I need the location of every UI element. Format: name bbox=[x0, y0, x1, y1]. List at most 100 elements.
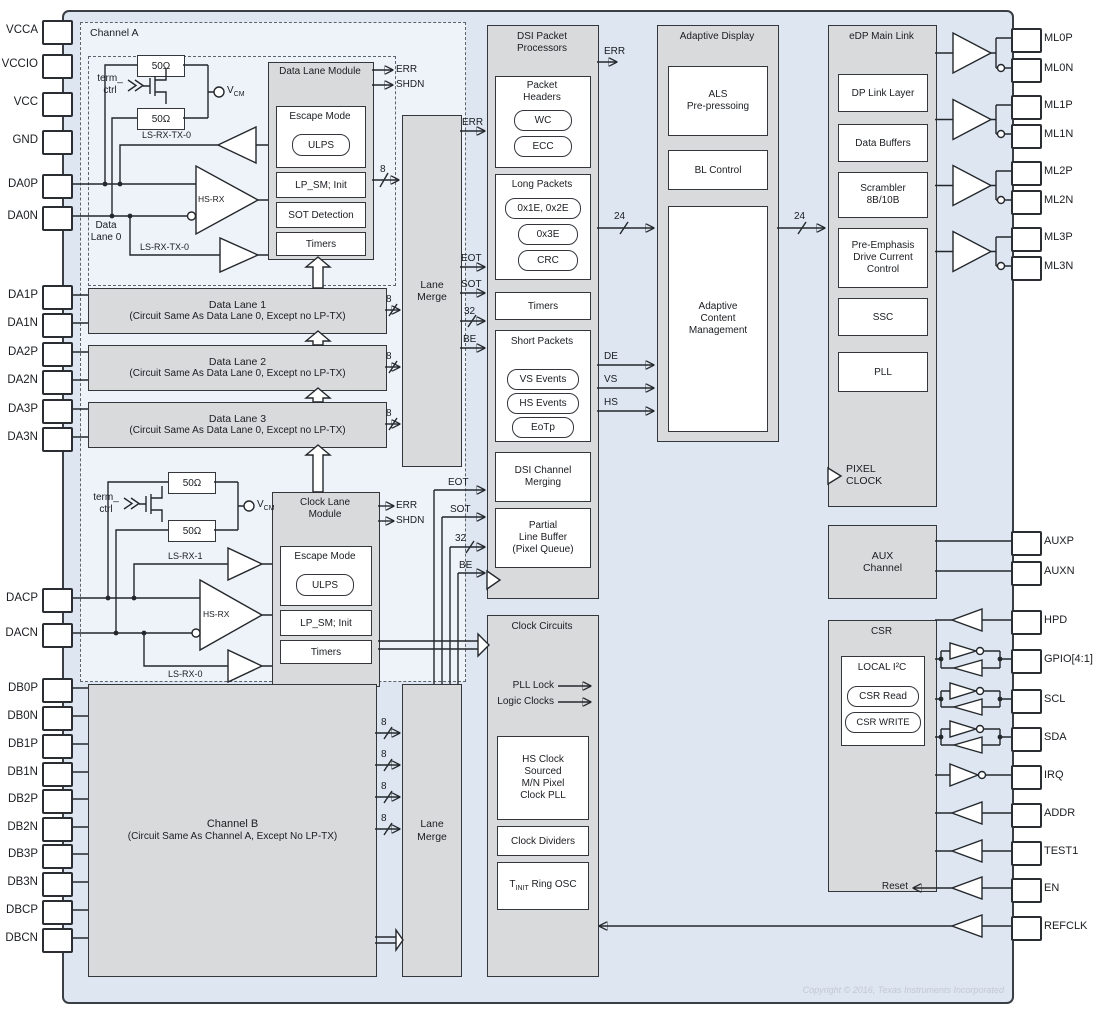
dsi-input-selector bbox=[486, 569, 502, 591]
term-ctrl-chevrons-clock bbox=[123, 497, 141, 510]
data-lane0-boundary bbox=[88, 56, 396, 286]
data-lane0-line1: Data bbox=[95, 220, 117, 231]
lane-merge-a-line1: Lane bbox=[420, 278, 444, 291]
merge-a-err-label: ERR bbox=[462, 117, 484, 128]
hs-label: HS bbox=[604, 397, 618, 408]
channel-b-title: Channel B bbox=[206, 818, 259, 831]
pin-db2n bbox=[42, 817, 73, 842]
short-packets-label: Short Packets bbox=[510, 336, 574, 347]
scl-out-buffer bbox=[949, 682, 979, 700]
dlm-bus8-label: 8 bbox=[380, 164, 386, 175]
pin-label-db2p: DB2P bbox=[7, 793, 38, 805]
term-clock-line2: ctrl bbox=[99, 503, 113, 515]
pin-db0p bbox=[42, 678, 73, 703]
eotp-pill: EoTp bbox=[512, 417, 574, 438]
hs-clock-line2: Sourced bbox=[524, 766, 562, 778]
pin-scl bbox=[1011, 689, 1042, 714]
ulps-pill: ULPS bbox=[292, 134, 350, 156]
long-packets-label: Long Packets bbox=[511, 179, 573, 190]
lane-merge-a-box: Lane Merge bbox=[402, 115, 462, 467]
dsi-outputs bbox=[486, 62, 653, 591]
logic-clocks-label: Logic Clocks bbox=[497, 696, 554, 707]
lane-merge-b-outputs bbox=[433, 490, 484, 684]
pin-auxp bbox=[1011, 531, 1042, 556]
lp-sm-init-clock-box: LP_SM; Init bbox=[280, 610, 372, 636]
vs-events-pill: VS Events bbox=[507, 369, 579, 390]
vcm-node-clock bbox=[243, 500, 255, 512]
term-line1: term_ bbox=[97, 73, 123, 84]
clm-title-line1: Clock Lane bbox=[299, 497, 351, 508]
merging-line1: DSI Channel bbox=[514, 465, 572, 477]
channel-a-title: Channel A bbox=[90, 27, 139, 39]
pin-ml3n bbox=[1011, 256, 1042, 281]
packet-headers-line1: Packet bbox=[526, 80, 558, 91]
csr-title: CSR bbox=[870, 626, 893, 637]
pin-label-ml0n: ML0N bbox=[1044, 62, 1074, 74]
pin-test1 bbox=[1011, 841, 1042, 866]
pin-db3n bbox=[42, 872, 73, 897]
pin-vcc bbox=[42, 92, 73, 117]
hs-rx-amp bbox=[195, 164, 260, 236]
clock-lane-wiring bbox=[68, 481, 490, 684]
pin-label-ml2p: ML2P bbox=[1044, 165, 1073, 177]
lane1-bus8-label: 8 bbox=[386, 294, 392, 305]
wc-pill: WC bbox=[514, 110, 572, 131]
ls-rx-tx-bottom-label: LS-RX-TX-0 bbox=[140, 242, 190, 252]
tinit-rest: Ring OSC bbox=[528, 878, 577, 890]
lane-merge-b-line1: Lane bbox=[420, 818, 444, 831]
pin-label-addr: ADDR bbox=[1044, 807, 1076, 819]
data-lane0-line2: Lane 0 bbox=[90, 231, 122, 243]
pin-ml0n bbox=[1011, 58, 1042, 83]
merge-b-eot-label: EOT bbox=[448, 477, 469, 488]
data-lane0-wiring bbox=[68, 64, 398, 274]
ssc-box: SSC bbox=[838, 298, 928, 336]
vcm-clock-base: V bbox=[257, 499, 264, 510]
aux-wires bbox=[935, 540, 1011, 572]
pin-label-refclk: REFCLK bbox=[1044, 920, 1088, 932]
channel-b-box: Channel B (Circuit Same As Channel A, Ex… bbox=[88, 684, 377, 977]
als-line2: Pre-pressoing bbox=[686, 101, 750, 112]
pin-dacn bbox=[42, 623, 73, 648]
pin-label-dbcp: DBCP bbox=[6, 904, 38, 916]
timers-clock-box: Timers bbox=[280, 640, 372, 664]
pin-label-da2p: DA2P bbox=[7, 346, 38, 358]
clock-circuits-title: Clock Circuits bbox=[511, 621, 573, 632]
data-lane2-box: Data Lane 2 (Circuit Same As Data Lane 0… bbox=[88, 345, 387, 391]
vcm-base: V bbox=[227, 85, 234, 96]
vcm-node bbox=[213, 86, 225, 98]
packet-0x3e-pill: 0x3E bbox=[518, 224, 578, 245]
data-lane1-title: Data Lane 1 bbox=[208, 298, 267, 311]
partial-line-buffer-box: Partial Line Buffer (Pixel Queue) bbox=[495, 508, 591, 568]
pixel-clock-line1: PIXEL bbox=[846, 463, 876, 475]
tinit-ring-osc-box: TINIT Ring OSC bbox=[497, 862, 589, 910]
pin-dbcn bbox=[42, 928, 73, 953]
pin-label-ml0p: ML0P bbox=[1044, 32, 1073, 44]
pe-line1: Pre-Emphasis bbox=[851, 240, 915, 252]
packet-headers-line2: Headers bbox=[523, 91, 561, 103]
clock-circuit-outputs bbox=[558, 686, 590, 702]
clm-err-label: ERR bbox=[396, 500, 418, 511]
pin-da1p bbox=[42, 285, 73, 310]
lane-merge-b-line2: Merge bbox=[417, 830, 447, 843]
data-lane2-title: Data Lane 2 bbox=[208, 355, 267, 368]
merge-b-sot-label: SOT bbox=[450, 504, 471, 515]
pixel-clock-label: PIXEL CLOCK bbox=[846, 463, 882, 487]
ls-rx-1-amp bbox=[227, 546, 264, 582]
pin-label-db0p: DB0P bbox=[7, 682, 38, 694]
sda-out-buffer bbox=[949, 720, 979, 738]
term-line2: ctrl bbox=[103, 84, 117, 96]
pll-box: PLL bbox=[838, 352, 928, 392]
term-ctrl-chevrons bbox=[127, 79, 145, 92]
term-clock-line1: term_ bbox=[93, 492, 119, 503]
chb-bus8-label-1: 8 bbox=[381, 717, 387, 728]
acm-line1: Adaptive bbox=[698, 301, 738, 313]
pin-label-da0p: DA0P bbox=[7, 178, 38, 190]
pin-label-ml1p: ML1P bbox=[1044, 99, 1073, 111]
pin-label-gpio: GPIO[4:1] bbox=[1044, 653, 1093, 665]
scrambler-box: Scrambler 8B/10B bbox=[838, 172, 928, 218]
pin-label-da1p: DA1P bbox=[7, 289, 38, 301]
merging-line2: Merging bbox=[524, 477, 562, 488]
packet-0x1e-0x2e-pill: 0x1E, 0x2E bbox=[505, 198, 581, 219]
data-lane1-box: Data Lane 1 (Circuit Same As Data Lane 0… bbox=[88, 288, 387, 334]
